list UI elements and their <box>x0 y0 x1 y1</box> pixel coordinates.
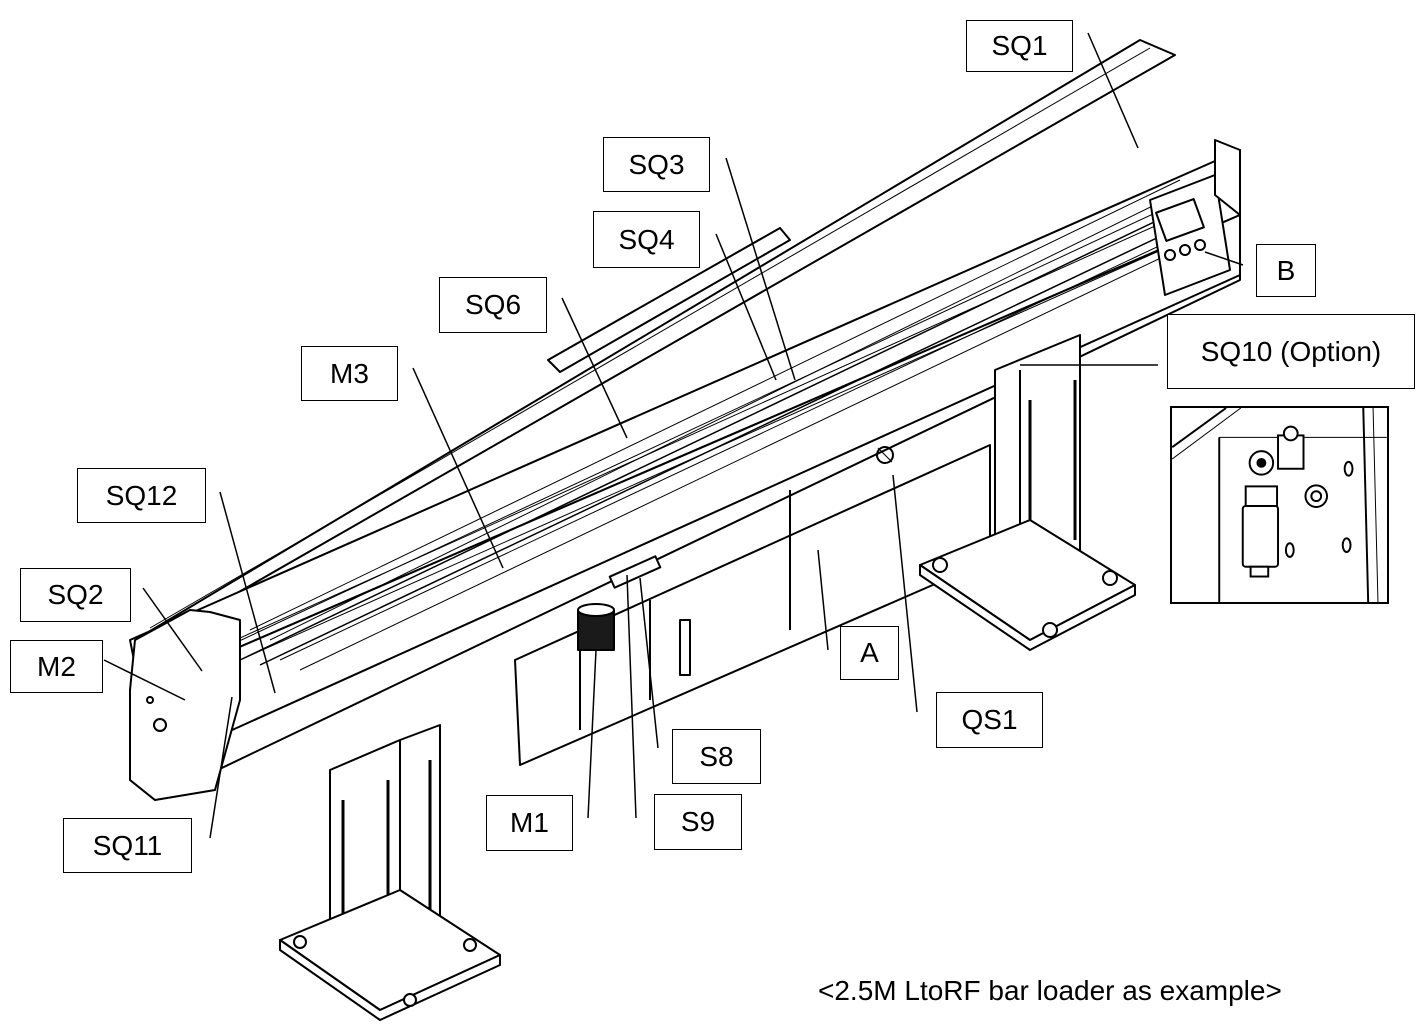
label-sq11: SQ11 <box>63 818 192 873</box>
label-sq12: SQ12 <box>77 468 206 523</box>
label-sq2: SQ2 <box>20 568 131 622</box>
label-qs1: QS1 <box>936 692 1043 748</box>
top-lid <box>134 39 1176 641</box>
main-beam <box>129 149 1241 801</box>
label-m2: M2 <box>10 640 103 693</box>
label-sq1: SQ1 <box>966 20 1073 72</box>
label-sq10-option: SQ10 (Option) <box>1167 314 1415 389</box>
end-cap <box>129 609 241 801</box>
base-cabinet <box>514 444 991 766</box>
label-s8: S8 <box>672 729 761 784</box>
label-b: B <box>1256 244 1316 297</box>
label-s9: S9 <box>654 794 742 850</box>
figure-caption: <2.5M LtoRF bar loader as example> <box>818 975 1282 1006</box>
sq10-detail-inset <box>1170 406 1389 604</box>
label-sq3: SQ3 <box>603 137 710 192</box>
label-sq4: SQ4 <box>593 211 700 268</box>
label-a: A <box>840 626 899 680</box>
label-m1: M1 <box>486 795 573 851</box>
label-sq6: SQ6 <box>439 277 547 333</box>
leader-lines <box>103 32 1244 839</box>
right-stand <box>919 334 1136 651</box>
control-panel <box>1149 139 1241 296</box>
label-m3: M3 <box>301 346 398 401</box>
left-stand <box>279 724 501 1021</box>
